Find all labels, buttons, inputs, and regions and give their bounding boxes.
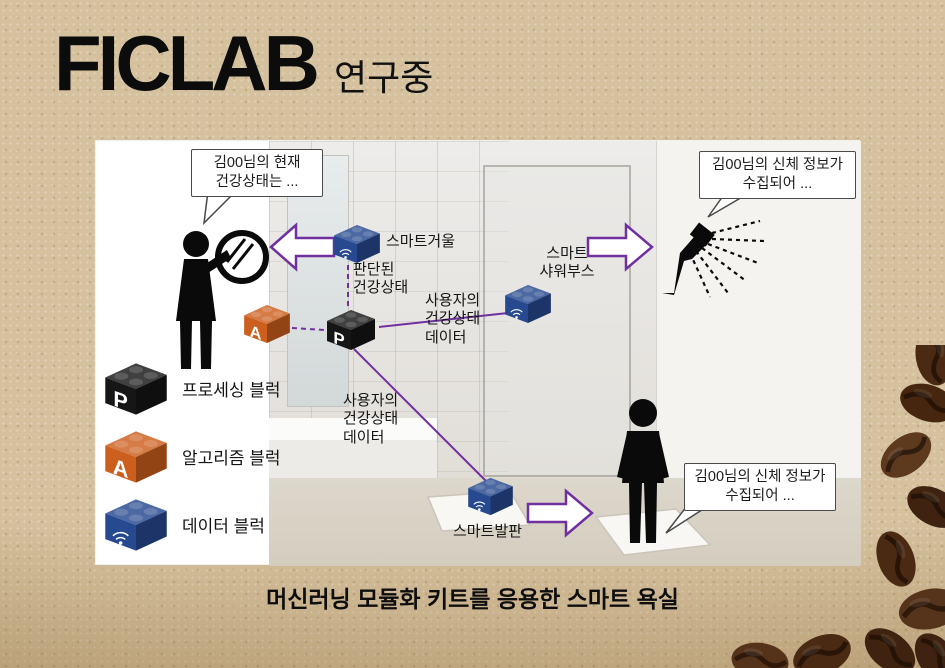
link-showerblock-to-processing xyxy=(378,312,509,328)
algorithm-block: A xyxy=(104,430,168,483)
slide-header: FICLAB 연구중 xyxy=(54,24,433,102)
processing-block: P xyxy=(104,362,168,415)
processing-block-small: P xyxy=(326,309,376,351)
smart-footpad-data-block xyxy=(467,477,514,516)
slide-title: FICLAB xyxy=(54,19,320,107)
shower-glass-wall xyxy=(483,165,631,477)
shower-speech-bubble: 김00님의 신체 정보가 수집되어 ... xyxy=(699,151,856,199)
coffee-bean xyxy=(900,478,945,537)
shower-head-icon xyxy=(662,219,765,298)
smart-shower-label: 스마트 샤워부스 xyxy=(539,245,595,281)
legend-row-processing: P 프로세싱 블럭 xyxy=(104,361,281,416)
diagram-panel: 김00님의 현재 건강상태는 ... 김00님의 신체 정보가 수집되어 ...… xyxy=(95,140,861,566)
coffee-bean xyxy=(911,345,945,388)
user-health-data-upper-label: 사용자의 건강상태 데이터 xyxy=(425,292,481,346)
link-algorithm-to-processing xyxy=(291,327,326,331)
slide-subtitle: 연구중 xyxy=(333,57,434,98)
algorithm-letter: A xyxy=(113,453,129,482)
block-legend: P 프로세싱 블럭 A 알고리즘 블럭 데이터 블럭 xyxy=(104,361,281,565)
bathroom-counter xyxy=(269,418,437,440)
processing-block-label: 프로세싱 블럭 xyxy=(182,381,281,400)
bathroom-cabinet xyxy=(269,440,437,482)
judged-health-status-label: 판단된 건강상태 xyxy=(353,261,409,297)
smart-mirror-data-block xyxy=(333,224,381,264)
legend-row-algorithm: A 알고리즘 블럭 xyxy=(104,429,281,484)
smart-footpad-label: 스마트발판 xyxy=(453,523,523,540)
arrow-to-shower xyxy=(586,222,654,272)
link-processing-to-footpad xyxy=(353,348,489,484)
bathroom-wall-mirror xyxy=(287,155,349,407)
slide-caption: 머신러닝 모듈화 키트를 응용한 스마트 욕실 xyxy=(266,586,679,612)
legend-row-data: 데이터 블럭 xyxy=(104,497,281,552)
coffee-bean xyxy=(787,626,857,668)
algorithm-block-label: 알고리즘 블럭 xyxy=(182,449,281,468)
data-block xyxy=(104,498,168,552)
mirror-speech-bubble: 김00님의 현재 건강상태는 ... xyxy=(191,149,323,197)
coffee-bean xyxy=(729,639,791,668)
person-at-mirror-icon xyxy=(176,230,269,369)
smart-shower-data-block xyxy=(504,284,552,324)
arrow-to-mirror-person xyxy=(269,222,336,272)
processing-letter: P xyxy=(113,385,128,414)
coffee-bean xyxy=(872,423,939,487)
algorithm-letter: A xyxy=(250,322,262,344)
diagram-overlay xyxy=(176,188,765,556)
bathroom-photo xyxy=(269,141,861,566)
data-block-label: 데이터 블럭 xyxy=(182,517,265,536)
processing-letter: P xyxy=(333,327,345,350)
algorithm-block-small: A xyxy=(243,304,291,344)
user-health-data-lower-label: 사용자의 건강상태 데이터 xyxy=(343,392,399,446)
footpad-speech-bubble: 김00님의 신체 정보가 수집되어 ... xyxy=(684,463,836,511)
standing-person-icon xyxy=(617,399,669,543)
arrow-to-standing-person xyxy=(526,488,594,538)
smart-mirror-label: 스마트거울 xyxy=(386,233,456,250)
